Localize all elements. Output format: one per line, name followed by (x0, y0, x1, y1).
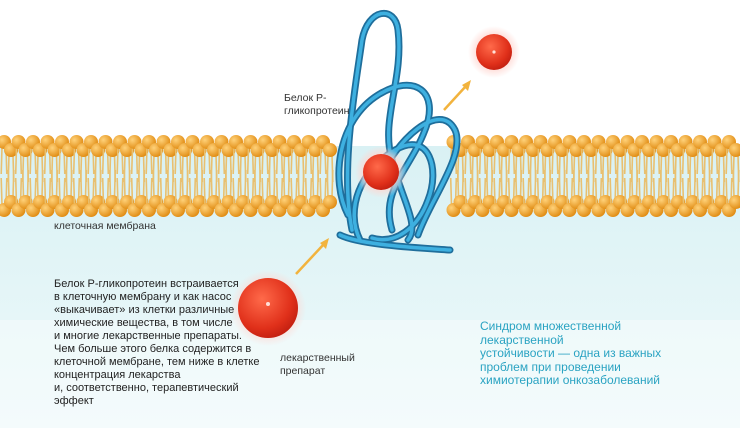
drug-molecule-in-protein (355, 146, 407, 198)
lipid-molecule (497, 169, 511, 209)
arrow-up-into-protein (295, 238, 329, 275)
lipid-molecule (294, 169, 308, 209)
drug-molecule-in-cell (230, 270, 306, 346)
syndrome-note: Синдром множественной лекарственной усто… (480, 319, 662, 387)
lipid-molecule (613, 169, 627, 209)
membrane-label: клеточная мембрана (54, 220, 156, 232)
lipid-molecule (453, 169, 468, 209)
description-text: Белок Р-гликопротеин встраивается в клет… (54, 278, 260, 407)
lipid-molecule (323, 169, 337, 209)
protein-label: Белок Р-гликопротеин (284, 92, 350, 117)
lipid-molecule (729, 169, 740, 209)
lipid-bilayer (0, 135, 740, 217)
lipid-molecule (185, 135, 200, 175)
drug-molecule-outside (468, 26, 520, 78)
drug-label: лекарственный препарат (280, 352, 355, 377)
arrow-out-of-cell (443, 80, 471, 111)
